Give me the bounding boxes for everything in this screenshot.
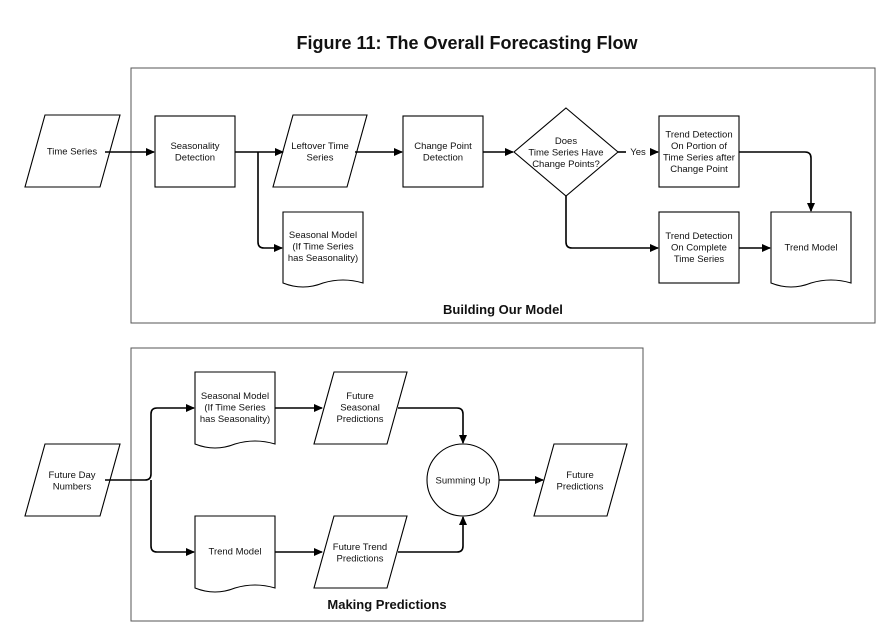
node-trend-model-top-label: Trend Model	[785, 243, 838, 254]
edge-portion-trendmodel	[739, 151, 815, 212]
edge-futureseasonal-summing	[398, 407, 467, 444]
node-trend-model-bottom-label: Trend Model	[209, 547, 262, 558]
building-model-label: Building Our Model	[443, 302, 563, 317]
building-model-frame	[130, 67, 876, 324]
edge-seasonality-seasonal-model	[257, 152, 283, 252]
edge-decision-no	[565, 196, 659, 252]
node-trend-model-top: Trend Model	[770, 211, 852, 288]
making-predictions-label: Making Predictions	[327, 597, 446, 612]
node-time-series-label: Time Series	[47, 147, 98, 158]
node-trend-model-bottom: Trend Model	[194, 515, 276, 593]
node-summing-up-label: Summing Up	[436, 476, 491, 487]
node-time-series: Time Series	[24, 114, 121, 188]
node-summing-up: Summing Up	[426, 443, 500, 517]
edge-yes-label: Yes	[630, 147, 646, 158]
edge-daynumbers-trend	[150, 480, 195, 556]
figure-title: Figure 11: The Overall Forecasting Flow	[296, 33, 638, 53]
edge-futuretrend-summing	[398, 516, 467, 553]
edge-daynumbers-seasonal	[105, 404, 195, 481]
